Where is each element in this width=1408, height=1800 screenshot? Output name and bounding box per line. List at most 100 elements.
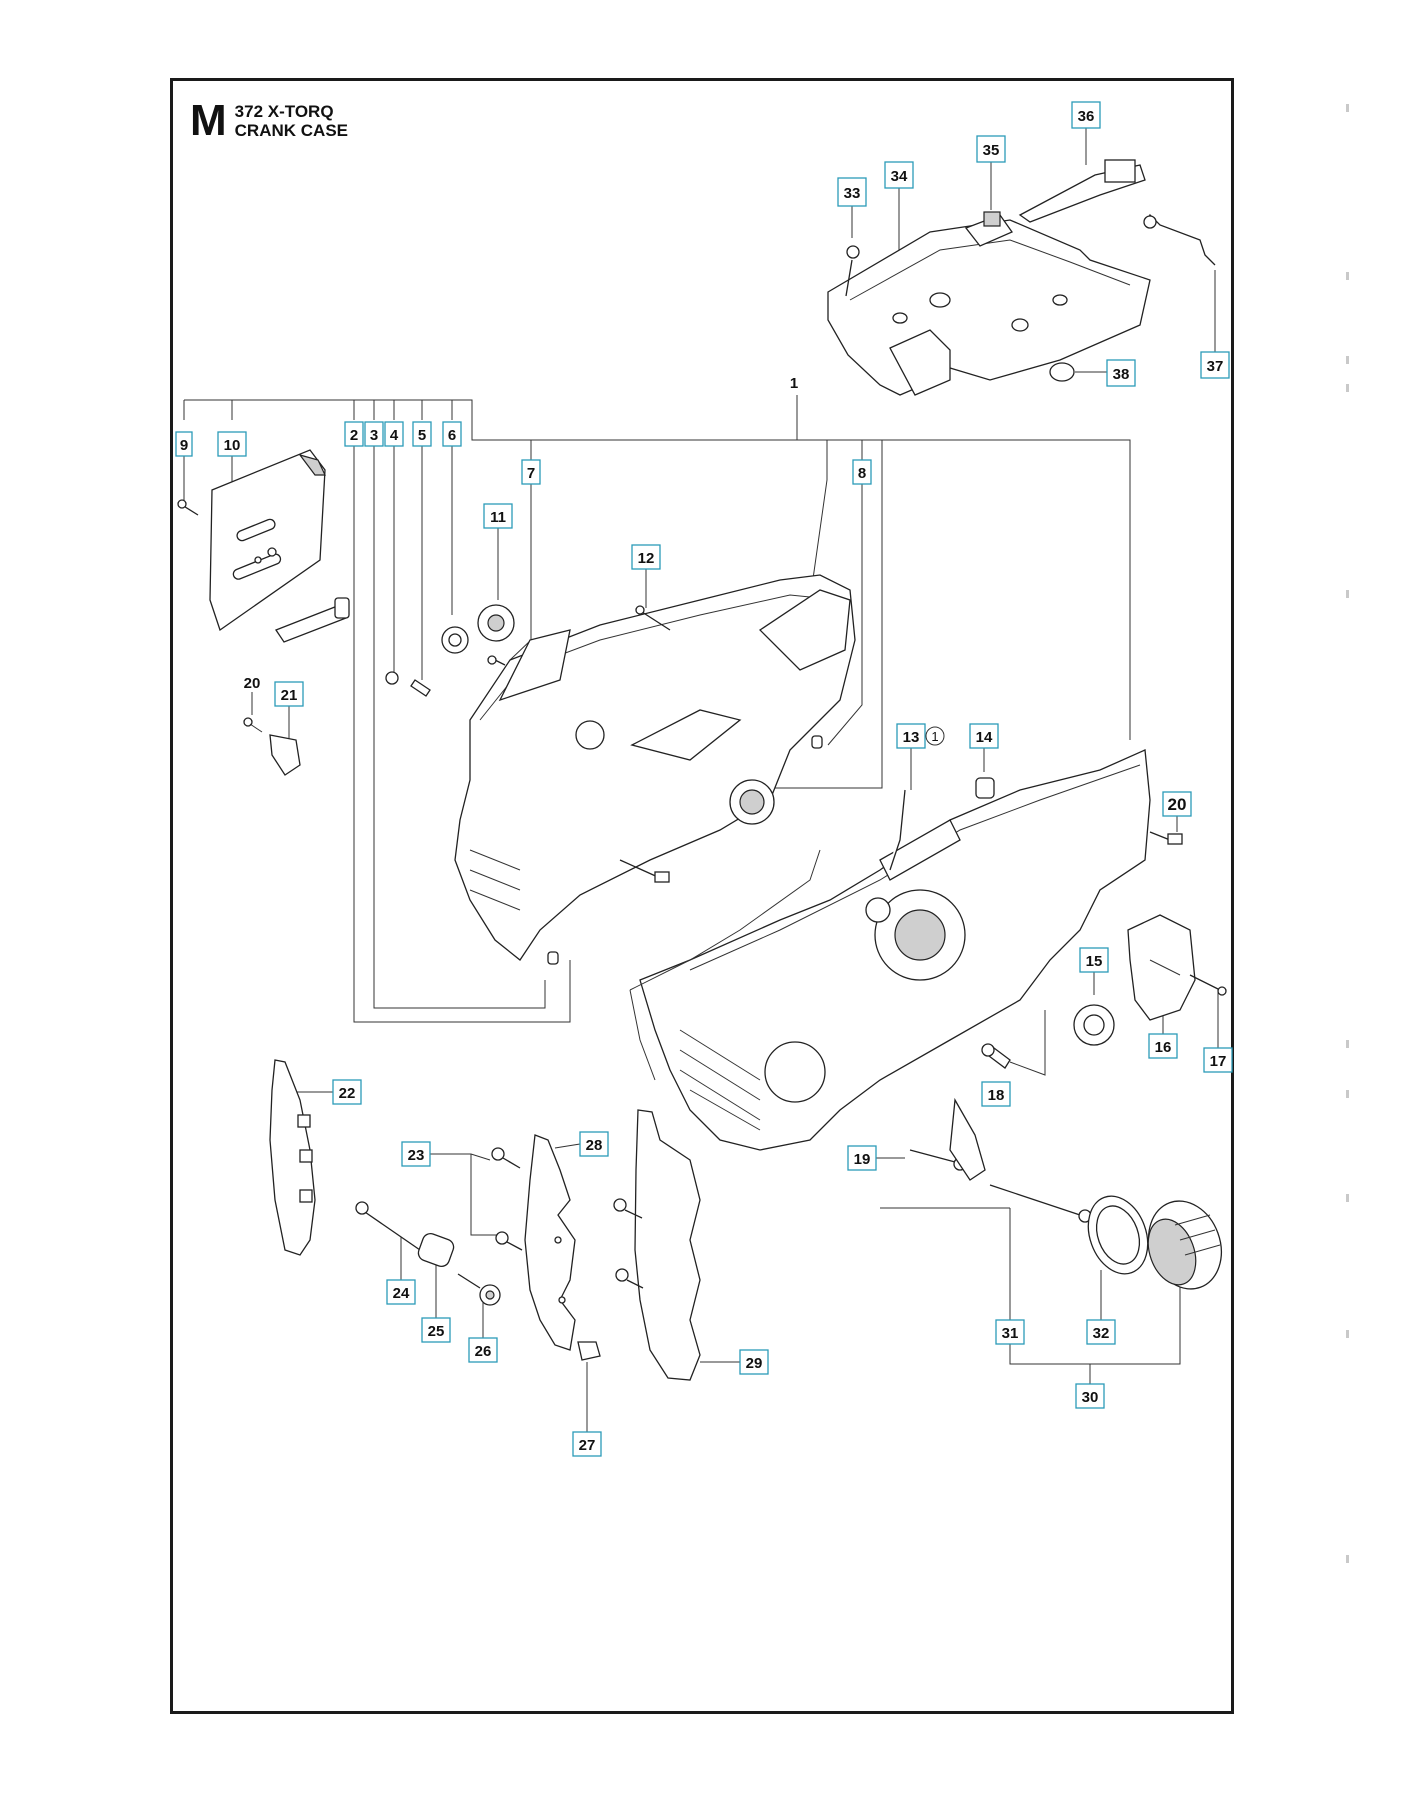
callout-34-text: 34 <box>891 168 908 185</box>
callout-30: 30 <box>1075 1383 1105 1409</box>
callout-14: 14 <box>969 723 999 749</box>
callout-22: 22 <box>332 1079 362 1105</box>
callout-38: 38 <box>1106 359 1136 387</box>
callout-26-text: 26 <box>475 1343 492 1360</box>
page-edge-marks <box>1346 0 1356 1800</box>
callout-16-text: 16 <box>1155 1039 1172 1056</box>
callout-25: 25 <box>421 1317 451 1343</box>
callout-8: 8 <box>852 459 872 485</box>
callout-25-text: 25 <box>428 1323 445 1340</box>
callout-21: 21 <box>274 681 304 707</box>
edge-mark <box>1346 1194 1349 1202</box>
callout-24: 24 <box>386 1279 416 1305</box>
part-left-plate <box>177 449 350 776</box>
callout-20-left: 20 <box>244 675 261 692</box>
callout-38-text: 38 <box>1113 366 1130 383</box>
page-frame <box>170 78 1234 1714</box>
callout-11-text: 11 <box>490 509 506 526</box>
callout-36-text: 36 <box>1078 108 1095 125</box>
callout-6-text: 6 <box>448 427 456 444</box>
callout-5: 5 <box>412 421 432 447</box>
callout-15: 15 <box>1079 947 1109 973</box>
callout-10-text: 10 <box>224 437 241 454</box>
callout-18-text: 18 <box>988 1087 1005 1104</box>
callout-23-text: 23 <box>408 1147 425 1164</box>
callout-17: 17 <box>1203 1047 1233 1073</box>
callout-24-text: 24 <box>393 1285 410 1302</box>
callout-13: 13 <box>896 723 926 749</box>
callout-14-text: 14 <box>976 729 993 746</box>
callout-16: 16 <box>1148 1033 1178 1059</box>
callout-29: 29 <box>739 1349 769 1375</box>
callout-22-text: 22 <box>339 1085 356 1102</box>
edge-mark <box>1346 1555 1349 1563</box>
callout-32: 32 <box>1086 1319 1116 1345</box>
callout-21-text: 21 <box>281 687 298 704</box>
callout-5-text: 5 <box>418 427 426 444</box>
callout-9: 9 <box>175 431 193 457</box>
edge-mark <box>1346 384 1349 392</box>
title-block: M 372 X-TORQ CRANK CASE <box>190 96 348 145</box>
callout-33-text: 33 <box>844 185 861 202</box>
callout-19-text: 19 <box>854 1151 871 1168</box>
callout-6: 6 <box>442 421 462 447</box>
model-name: 372 X-TORQ <box>234 102 334 121</box>
edge-mark <box>1346 590 1349 598</box>
part-caps-and-rings <box>1087 1195 1222 1290</box>
edge-mark <box>1346 356 1349 364</box>
callout-31: 31 <box>995 1319 1025 1345</box>
callout-27-text: 27 <box>579 1437 596 1454</box>
callout-23: 23 <box>401 1141 431 1167</box>
callout-18: 18 <box>981 1081 1011 1107</box>
part-cylinder-cover <box>827 159 1216 396</box>
callout-1: 1 <box>790 375 798 392</box>
callout-20-right-text: 20 <box>1168 795 1187 814</box>
edge-mark <box>1346 104 1349 112</box>
callout-13-text: 13 <box>903 729 920 746</box>
edge-mark <box>1346 272 1349 280</box>
callout-13-qty-text: 1 <box>931 729 938 744</box>
callout-12-text: 12 <box>638 550 655 567</box>
callout-2-text: 2 <box>350 427 358 444</box>
callout-labels: 1 2 3 4 5 6 7 8 9 <box>175 101 1233 1457</box>
callout-35: 35 <box>976 135 1006 163</box>
callout-34: 34 <box>884 161 914 189</box>
callout-37-text: 37 <box>1207 358 1224 375</box>
callout-28: 28 <box>579 1131 609 1157</box>
callout-10: 10 <box>217 431 247 457</box>
title-text: 372 X-TORQ CRANK CASE <box>235 102 348 140</box>
callout-2: 2 <box>344 421 364 447</box>
callout-3-text: 3 <box>370 427 378 444</box>
callout-29-text: 29 <box>746 1355 763 1372</box>
callout-7-text: 7 <box>527 465 535 482</box>
callout-7: 7 <box>521 459 541 485</box>
callout-32-text: 32 <box>1093 1325 1110 1342</box>
edge-mark <box>1346 1330 1349 1338</box>
callout-17-text: 17 <box>1210 1053 1227 1070</box>
leader-lines <box>183 128 1219 1432</box>
callout-8-text: 8 <box>858 465 866 482</box>
part-lower-brackets <box>269 1059 701 1381</box>
edge-mark <box>1346 1040 1349 1048</box>
callout-26: 26 <box>468 1337 498 1363</box>
callout-37: 37 <box>1200 351 1230 379</box>
callout-20-right: 20 <box>1162 791 1192 817</box>
edge-mark <box>1346 1090 1349 1098</box>
part-crankcase-left <box>385 574 856 965</box>
callout-15-text: 15 <box>1086 953 1103 970</box>
section-letter: M <box>190 96 227 145</box>
part-crankcase-right <box>629 749 1227 1223</box>
callout-3: 3 <box>364 421 384 447</box>
callout-19: 19 <box>847 1145 877 1171</box>
callout-35-text: 35 <box>983 142 1000 159</box>
callout-33: 33 <box>837 177 867 207</box>
callout-4: 4 <box>384 421 404 447</box>
callout-11: 11 <box>483 503 513 529</box>
callout-27: 27 <box>572 1431 602 1457</box>
section-title: CRANK CASE <box>234 121 348 140</box>
callout-12: 12 <box>631 544 661 570</box>
callout-4-text: 4 <box>390 427 399 444</box>
callout-36: 36 <box>1071 101 1101 129</box>
callout-31-text: 31 <box>1002 1325 1019 1342</box>
